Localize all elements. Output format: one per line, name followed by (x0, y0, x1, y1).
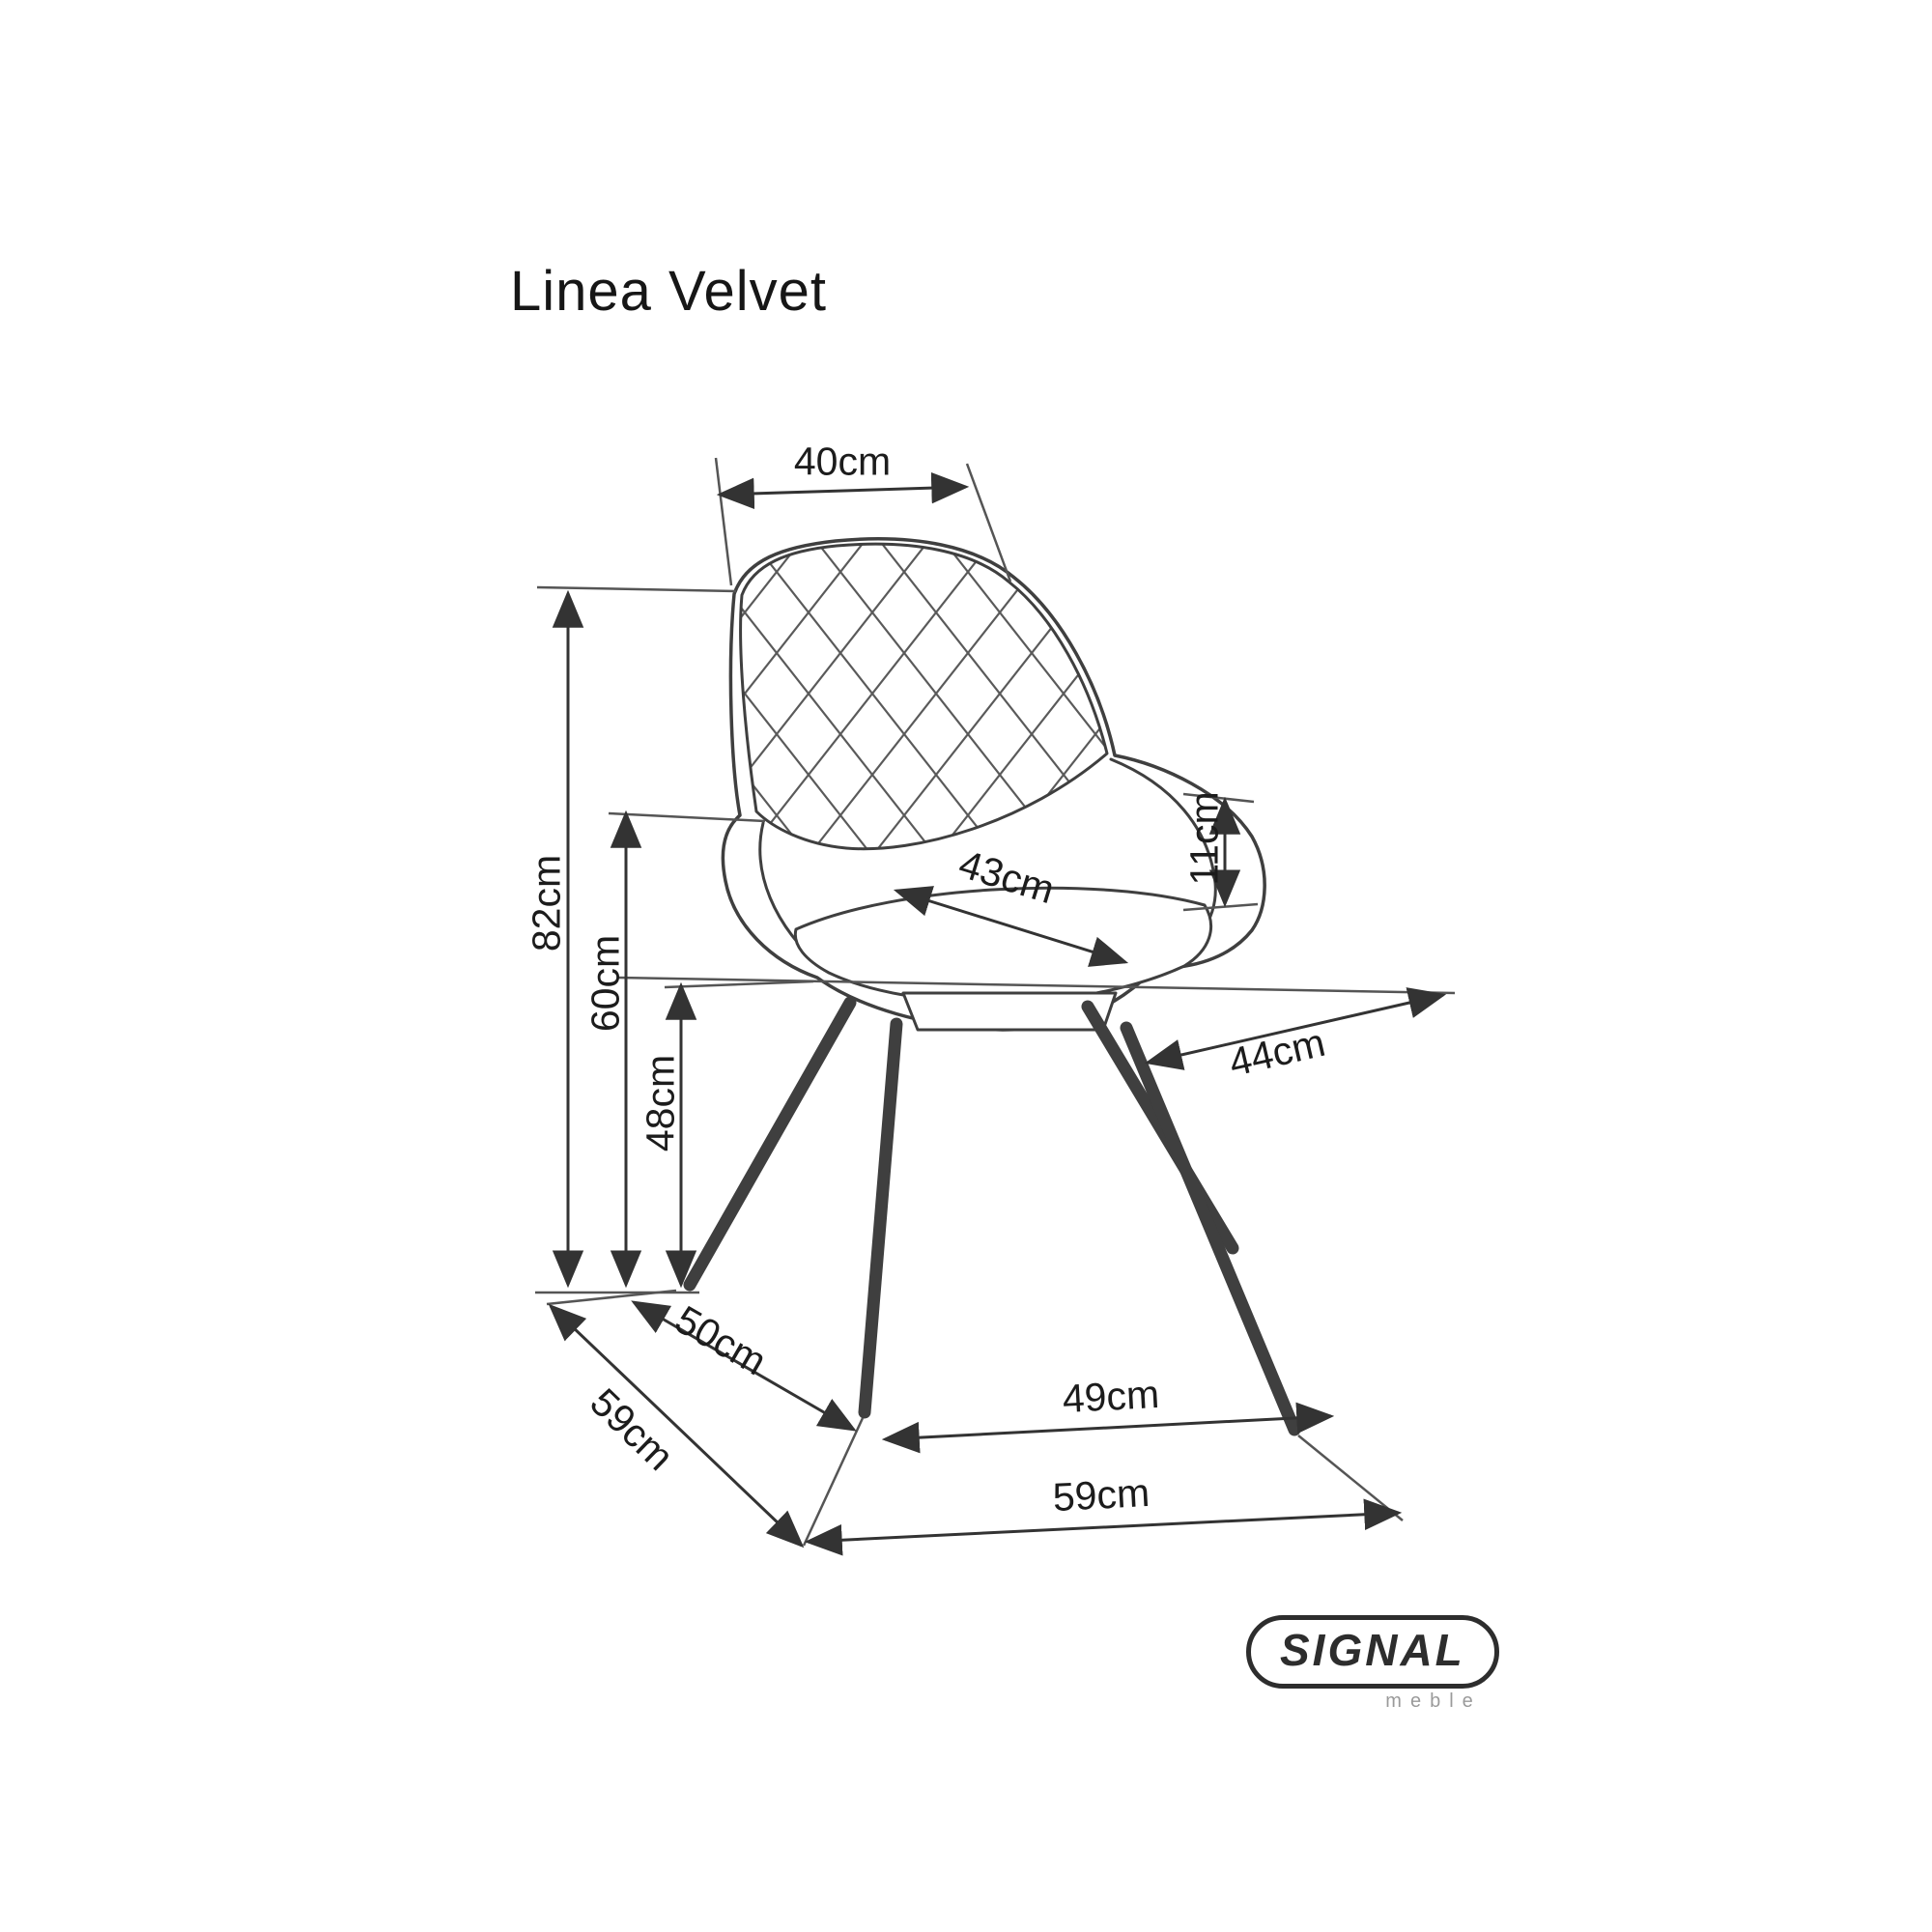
dim-line-footprint-width (804, 1498, 1403, 1556)
dim-line-back-width (716, 471, 970, 510)
dim-label-armrest-height: 60cm (582, 934, 628, 1033)
dimension-lines (548, 471, 1447, 1556)
dim-line-seat-depth (893, 886, 1129, 967)
dim-line-footprint-width-inner (881, 1402, 1335, 1454)
chair-leg-front-left (858, 1017, 903, 1419)
chair-leg-back-right (1081, 1000, 1239, 1255)
page-title: Linea Velvet (510, 260, 828, 323)
brand-logo: SIGNAL meble (1246, 1615, 1499, 1713)
chair-leg-front-right (1120, 1021, 1301, 1436)
brand-logo-badge: SIGNAL (1246, 1615, 1499, 1689)
dim-label-footprint-width-inner: 49cm (1061, 1371, 1161, 1422)
dim-label-total-height: 82cm (524, 854, 569, 952)
dim-label-back-width: 40cm (793, 439, 892, 484)
chair (683, 537, 1301, 1436)
dim-label-seat-height: 48cm (638, 1054, 683, 1152)
dim-label-backrest-lip: 11cm (1181, 791, 1227, 886)
dim-line-seat-width (1144, 987, 1447, 1070)
chair-leg-back-left (683, 996, 857, 1292)
brand-logo-tagline: meble (1385, 1690, 1482, 1712)
chair-legs (683, 996, 1301, 1436)
chair-backrest-quilting (739, 542, 1109, 851)
dim-label-footprint-width: 59cm (1051, 1469, 1151, 1520)
dim-line-footprint-depth (548, 1303, 805, 1548)
